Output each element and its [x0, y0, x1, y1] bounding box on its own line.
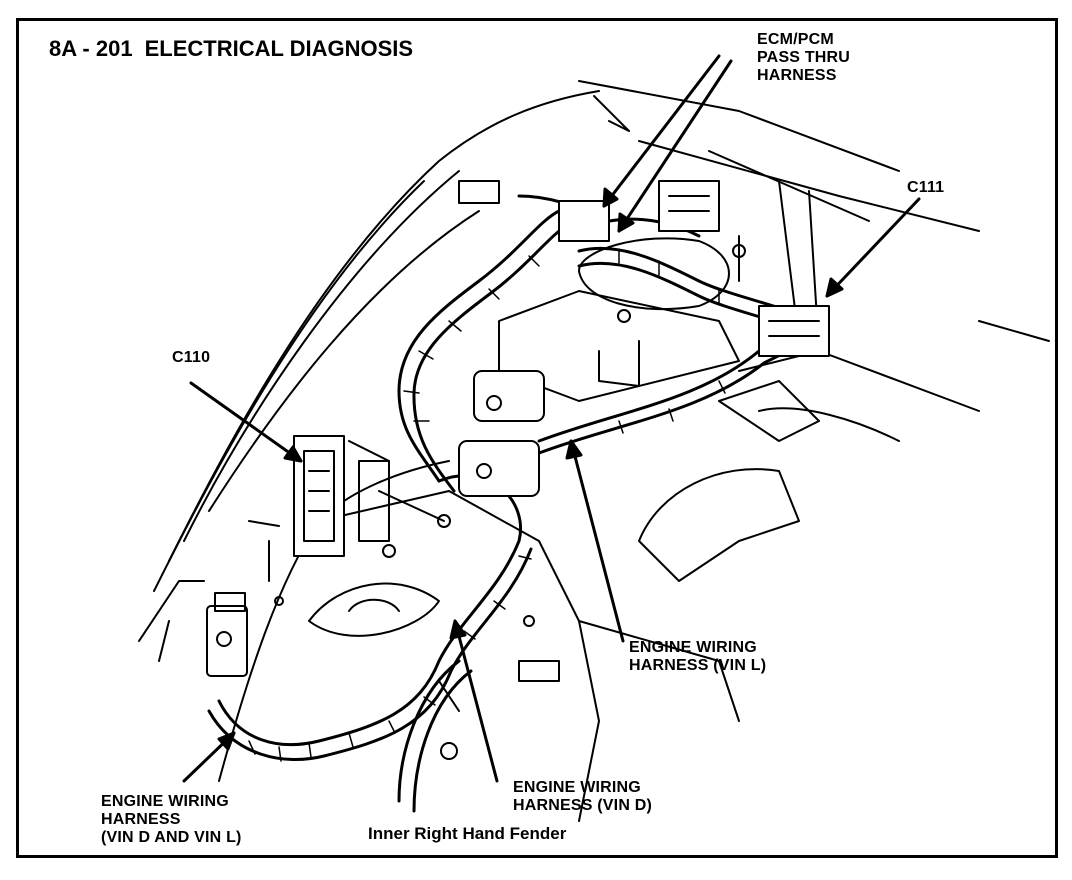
- diagram-frame: 8A - 201 ELECTRICAL DIAGNOSIS ECM/PCM PAS…: [16, 18, 1058, 858]
- section-code: 8A - 201: [49, 36, 133, 61]
- callout-arrows: [182, 54, 921, 783]
- c110-label: C110: [172, 349, 211, 366]
- fender-harness-illustration: [138, 54, 1050, 822]
- fender-outline: [138, 80, 1050, 662]
- connector-modules: [206, 180, 830, 677]
- section-title: ELECTRICAL DIAGNOSIS: [144, 36, 414, 61]
- figure-caption: Inner Right Hand Fender: [368, 824, 567, 843]
- wiring-harness-bundles: [207, 194, 826, 813]
- engine-harness-vin-d-label: ENGINE WIRING HARNESS (VIN D): [513, 779, 653, 814]
- engine-harness-vin-d-and-l-label: ENGINE WIRING HARNESS (VIN D AND VIN L): [101, 793, 242, 846]
- c111-label: C111: [907, 179, 945, 196]
- ecm-pcm-pass-thru-label: ECM/PCM PASS THRU HARNESS: [757, 31, 851, 84]
- engine-harness-vin-l-label: ENGINE WIRING HARNESS (VIN L): [629, 639, 767, 674]
- harness-wrap-marks: [248, 248, 726, 762]
- inner-fender-shapes: [218, 237, 900, 822]
- diagram-header: 8A - 201 ELECTRICAL DIAGNOSIS: [49, 36, 413, 62]
